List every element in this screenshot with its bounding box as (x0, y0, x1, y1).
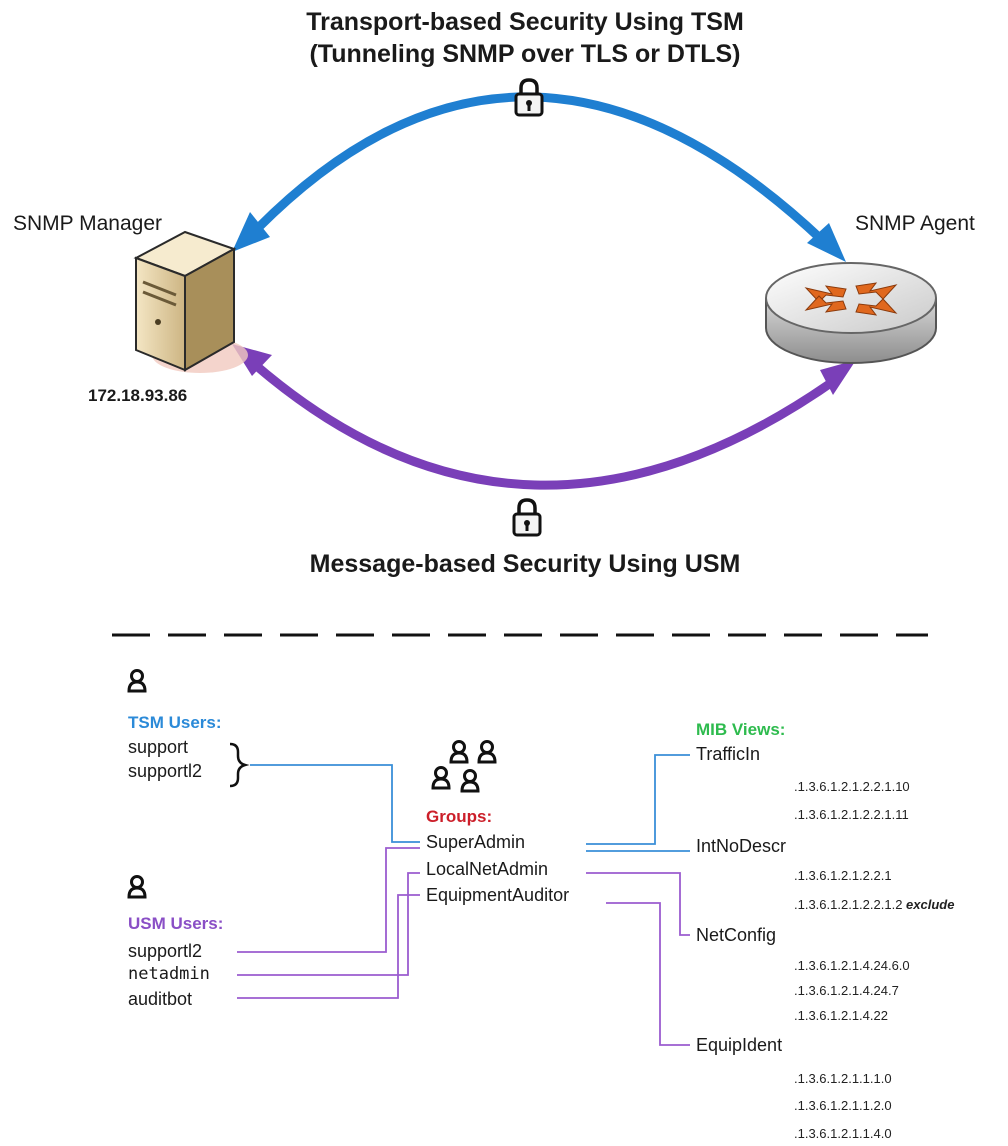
groups-heading: Groups: (426, 807, 493, 826)
purple-connectors (237, 847, 690, 1046)
manager-ip: 172.18.93.86 (88, 386, 188, 405)
usm-users-heading: USM Users: (128, 914, 224, 933)
usm-arrow (232, 344, 856, 490)
oid-trafficin-1: .1.3.6.1.2.1.2.2.1.10 (794, 779, 910, 794)
tsm-user-icon (127, 669, 147, 693)
oid-netconfig-2: .1.3.6.1.2.1.4.24.7 (794, 983, 899, 998)
agent-label: SNMP Agent (855, 212, 975, 235)
blue-connectors (250, 754, 690, 852)
mib-views-heading: MIB Views: (696, 720, 786, 739)
tsm-user-support: support (128, 737, 189, 757)
oid-intnodescr-1: .1.3.6.1.2.1.2.2.1 (794, 868, 892, 883)
tsm-users-heading: TSM Users: (128, 713, 222, 732)
usm-user-netadmin: netadmin (128, 964, 210, 984)
tsm-user-supportl2: supportl2 (128, 761, 203, 781)
tsm-title-line2: (Tunneling SNMP over TLS or DTLS) (309, 40, 741, 68)
lock-icon-usm (512, 498, 542, 537)
exclude-label: exclude (906, 897, 955, 912)
usm-user-supportl2: supportl2 (128, 941, 203, 961)
oid-intnodescr-2-value: .1.3.6.1.2.1.2.2.1.2 (794, 897, 903, 912)
usm-user-auditbot: auditbot (128, 989, 193, 1009)
manager-label: SNMP Manager (13, 212, 163, 235)
oid-netconfig-3: .1.3.6.1.2.1.4.22 (794, 1008, 888, 1023)
groups-icon (431, 740, 497, 793)
usm-title: Message-based Security Using USM (309, 550, 741, 578)
oid-intnodescr-2: .1.3.6.1.2.1.2.2.1.2 exclude (794, 898, 954, 911)
router-icon (765, 262, 937, 364)
tsm-title-line1: Transport-based Security Using TSM (306, 8, 744, 36)
group-superadmin: SuperAdmin (426, 832, 526, 852)
server-icon (133, 230, 248, 373)
mib-view-intnodescr: IntNoDescr (696, 836, 787, 856)
oid-netconfig-1: .1.3.6.1.2.1.4.24.6.0 (794, 958, 910, 973)
mib-view-equipident: EquipIdent (696, 1035, 783, 1055)
group-equipmentauditor: EquipmentAuditor (426, 885, 570, 905)
usm-user-icon (127, 875, 147, 899)
oid-equipident-2: .1.3.6.1.2.1.1.2.0 (794, 1098, 892, 1113)
oid-equipident-1: .1.3.6.1.2.1.1.1.0 (794, 1071, 892, 1086)
lock-icon-tsm (514, 78, 544, 117)
tsm-arrow (232, 92, 846, 262)
group-localnetadmin: LocalNetAdmin (426, 859, 549, 879)
mib-view-trafficin: TrafficIn (696, 744, 761, 764)
mib-view-netconfig: NetConfig (696, 925, 777, 945)
oid-trafficin-2: .1.3.6.1.2.1.2.2.1.11 (794, 807, 909, 822)
oid-equipident-3: .1.3.6.1.2.1.1.4.0 (794, 1126, 892, 1141)
tsm-users-brace (229, 742, 250, 788)
